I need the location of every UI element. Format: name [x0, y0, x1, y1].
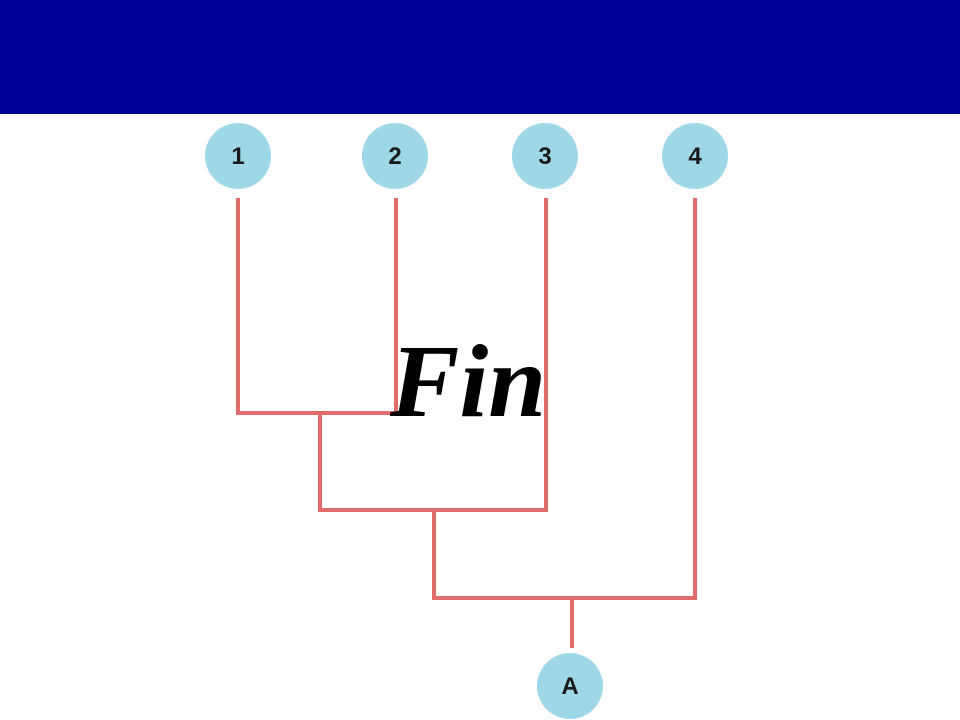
branch-leaf-2 — [318, 198, 398, 415]
leaf-node-2: 2 — [362, 123, 428, 189]
header-bar — [0, 0, 960, 114]
leaf-node-4: 4 — [662, 123, 728, 189]
branches — [236, 198, 697, 648]
branch-node-123 — [432, 508, 574, 600]
leaf-node-2-circle — [362, 123, 428, 189]
leaf-node-3: 3 — [512, 123, 578, 189]
leaf-node-1-circle — [205, 123, 271, 189]
leaf-node-4-circle — [662, 123, 728, 189]
leaf-node-3-label: 3 — [538, 143, 551, 170]
leaf-node-4-label: 4 — [688, 143, 702, 170]
root-node-circle — [537, 653, 603, 719]
branch-node-12 — [318, 411, 436, 512]
leaf-node-1: 1 — [205, 123, 271, 189]
root-node-label: A — [561, 673, 578, 700]
branch-leaf-1 — [236, 198, 322, 415]
branch-leaf-4 — [570, 198, 697, 600]
leaf-node-1-label: 1 — [231, 143, 244, 170]
branch-leaf-3 — [432, 198, 548, 512]
leaf-node-3-circle — [512, 123, 578, 189]
fin-title: Fin — [390, 324, 547, 439]
leaf-node-2-label: 2 — [388, 143, 401, 170]
root-node: A — [537, 653, 603, 719]
